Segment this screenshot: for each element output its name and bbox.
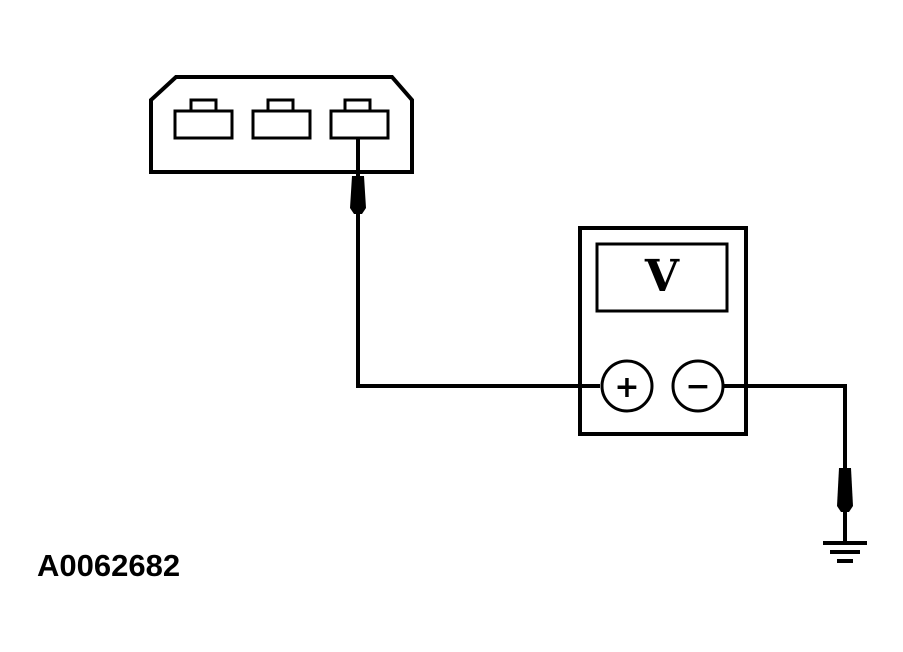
- figure-id: A0062682: [37, 548, 180, 583]
- connector-housing: [149, 75, 414, 174]
- connector-pin-1: [173, 98, 234, 140]
- voltmeter-display: [595, 242, 729, 313]
- voltmeter-display-label: V: [644, 251, 680, 302]
- back-probe-tip: [350, 176, 366, 214]
- ground-symbol-icon: [823, 541, 867, 563]
- voltmeter-body: [578, 226, 748, 436]
- connector-pin-2: [251, 98, 312, 140]
- ground-probe-tip: [837, 468, 853, 512]
- connector-pin-3: [329, 98, 390, 140]
- ground-lead: [723, 384, 853, 541]
- voltmeter: V + −: [578, 226, 748, 436]
- positive-lead: [350, 138, 600, 388]
- positive-terminal: +: [600, 359, 654, 413]
- connector: [149, 75, 414, 174]
- positive-terminal-label: +: [614, 370, 639, 405]
- negative-terminal: −: [671, 359, 725, 413]
- negative-terminal-label: −: [685, 369, 710, 404]
